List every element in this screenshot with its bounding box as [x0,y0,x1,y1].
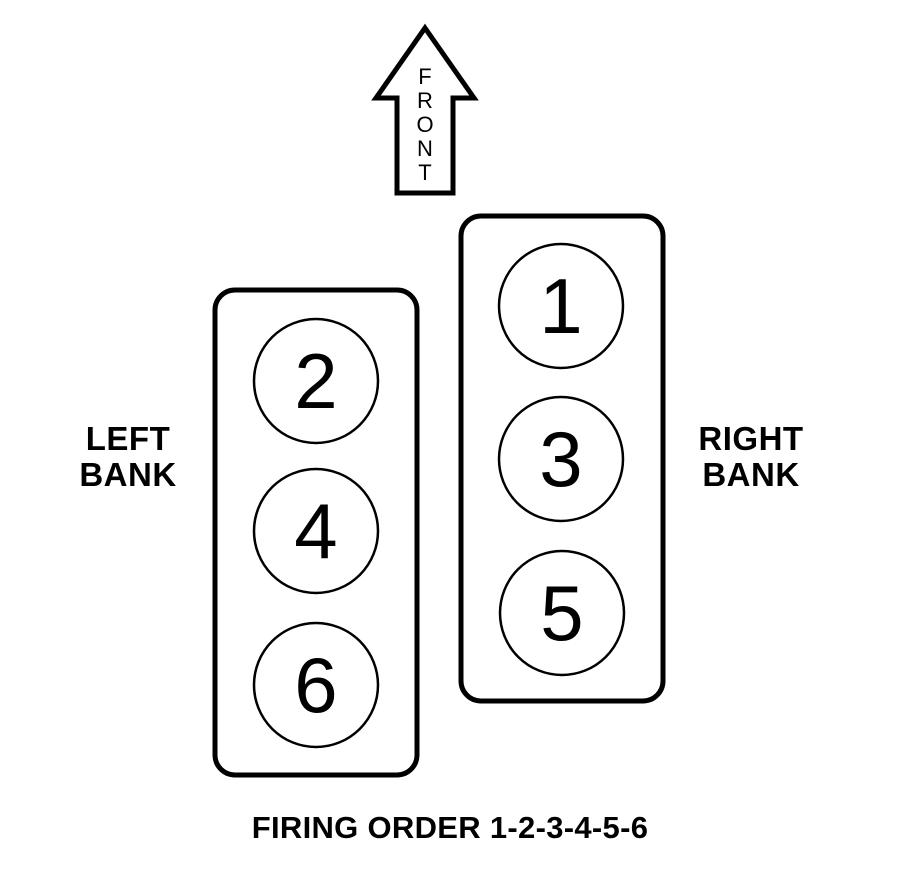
cylinder-number: 4 [294,487,337,575]
arrow-letter: T [418,160,431,185]
front-arrow: F R O N T [371,23,479,196]
cylinder-circle [252,621,380,749]
firing-order-caption: FIRING ORDER 1-2-3-4-5-6 [251,810,649,845]
right-bank: 1 3 5 [458,213,666,704]
right-bank-label: RIGHT BANK [686,421,816,493]
cylinder-number: 6 [294,641,337,729]
arrow-letter: O [416,112,433,137]
cylinder-circle [497,242,625,370]
right-bank-label-line1: RIGHT [698,420,804,457]
cylinder-number: 1 [539,262,582,350]
cylinder-number: 2 [294,337,337,425]
arrow-letter: N [417,136,433,161]
cylinder-circle [252,467,380,595]
cylinder-number: 3 [539,415,582,503]
right-bank-label-line2: BANK [702,456,800,493]
arrow-letter: F [418,64,431,89]
cylinder-circle [497,395,625,523]
left-bank: 2 4 6 [212,287,420,778]
left-bank-label: LEFT BANK [68,421,188,493]
arrow-icon [371,23,479,196]
left-bank-label-line2: BANK [79,456,177,493]
cylinder-circle [498,549,626,677]
arrow-letter: R [417,88,433,113]
cylinder-number: 5 [540,569,583,657]
cylinder-circle [252,317,380,445]
left-bank-label-line1: LEFT [85,420,171,457]
